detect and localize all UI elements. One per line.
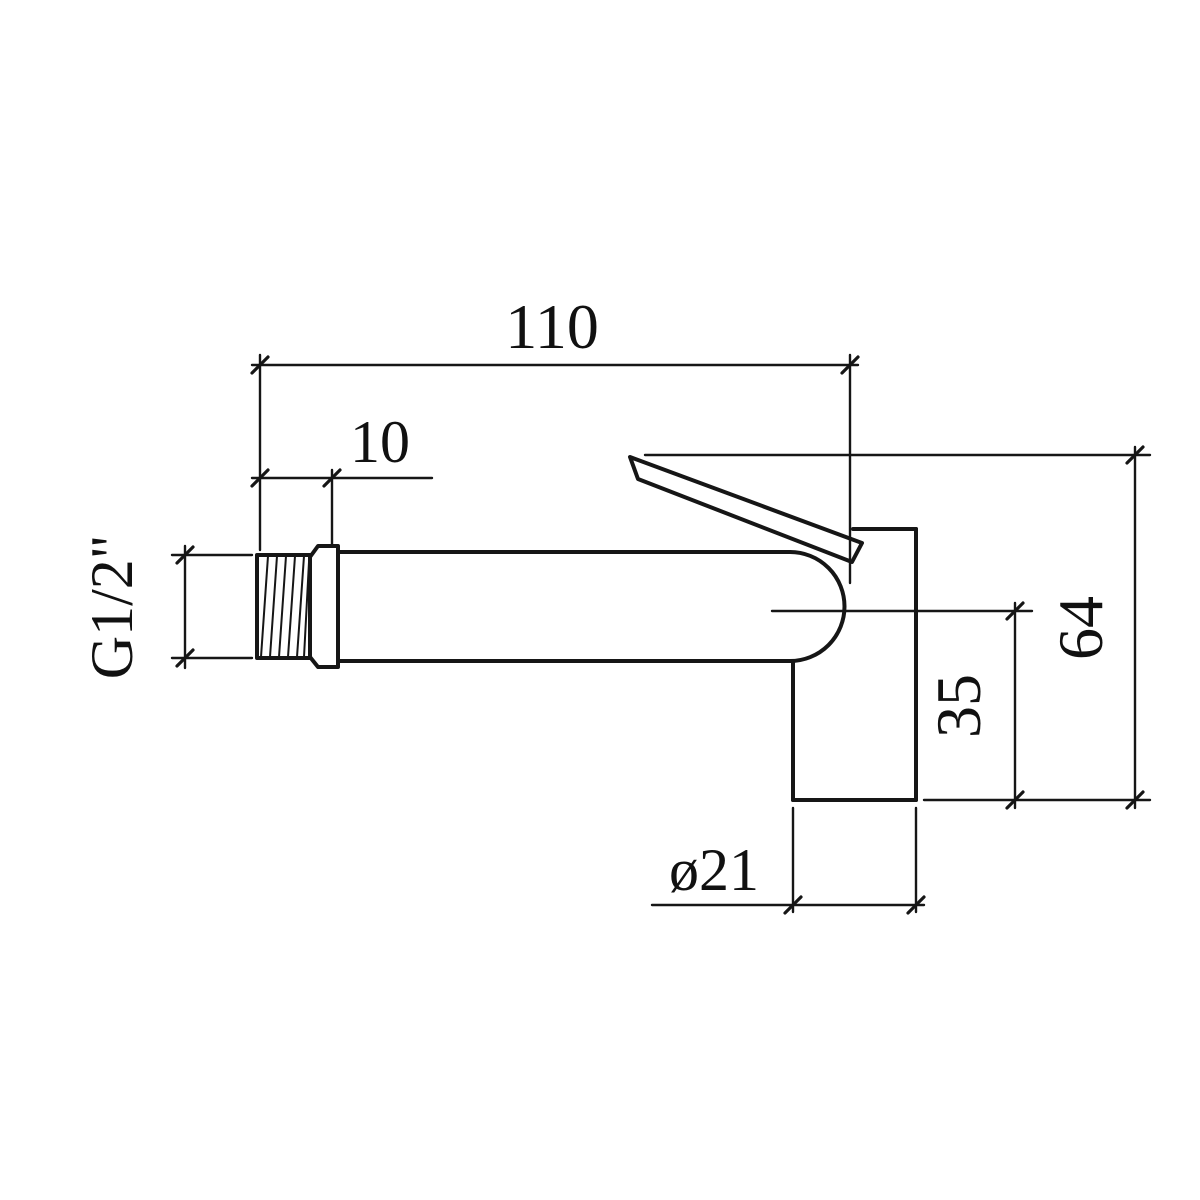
dimension-thread-size: G1/2" <box>79 535 254 680</box>
collar-flange <box>308 544 340 669</box>
dimension-body-diameter: ø21 <box>650 806 926 915</box>
dim-label-10: 10 <box>350 409 410 475</box>
dimension-overall-length: 110 <box>250 291 860 585</box>
body-block <box>791 527 918 802</box>
lever-handle <box>628 455 864 564</box>
faucet-outline <box>255 455 918 802</box>
dim-label-110: 110 <box>505 291 599 362</box>
dimension-overall-height: 64 <box>643 445 1152 810</box>
dimension-lower-body-height: 35 <box>770 601 1034 810</box>
dim-label-diameter: ø21 <box>669 837 759 903</box>
dim-label-64: 64 <box>1045 596 1116 660</box>
threaded-nipple <box>255 553 312 660</box>
thread-hatch <box>260 555 310 658</box>
dim-label-thread-size: G1/2" <box>79 535 145 680</box>
dim-label-35: 35 <box>923 674 994 738</box>
dimension-thread-length: 10 <box>250 409 434 547</box>
spout-tube <box>336 550 847 663</box>
